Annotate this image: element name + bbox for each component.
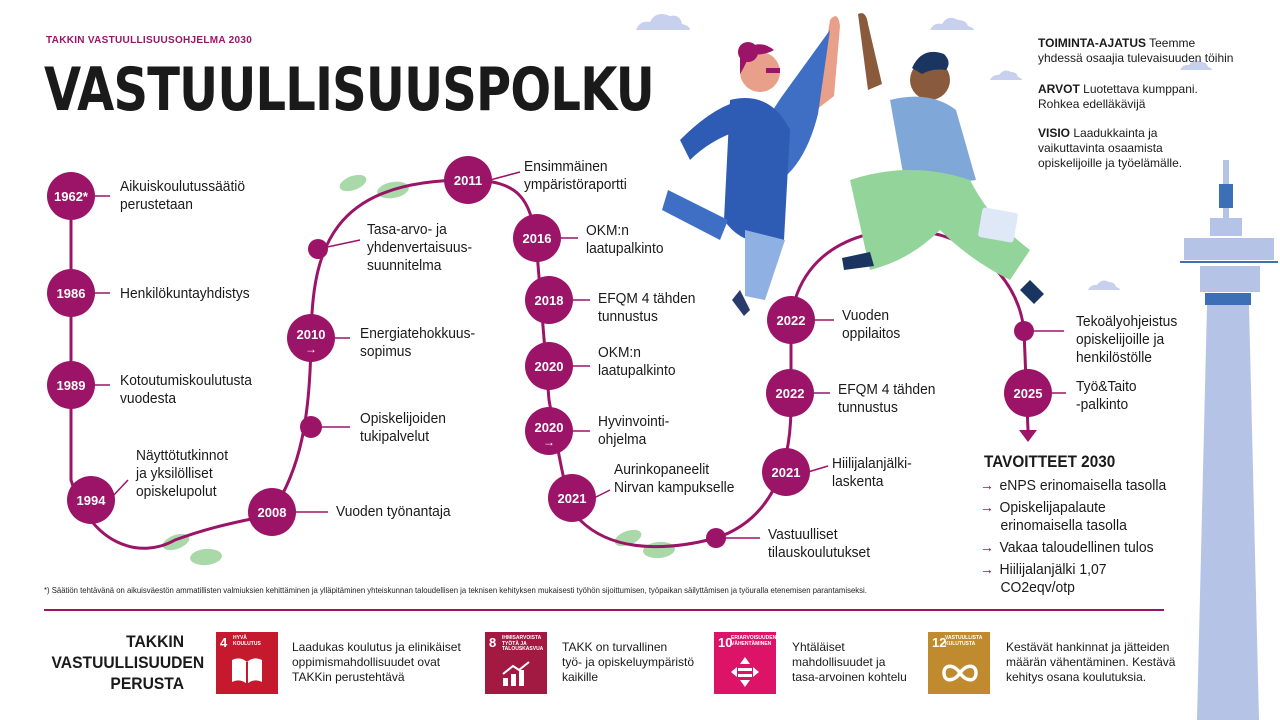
book-icon — [232, 658, 262, 684]
node-year: 2016 — [523, 231, 552, 246]
values-statement: ARVOT Luotettava kumppani. Rohkea edellä… — [1038, 82, 1198, 111]
timeline-dot-tilauskoulutukset[interactable] — [706, 528, 726, 548]
arrow-right-icon: → — [305, 342, 317, 356]
person-right-illustration — [842, 13, 1044, 304]
node-year: 2010 — [297, 327, 326, 342]
timeline-node-2022a[interactable]: 2022 — [766, 369, 814, 417]
timeline-node-2011[interactable]: 2011 — [444, 156, 492, 204]
node-year: 2018 — [535, 293, 564, 308]
node-year: 2008 — [258, 505, 287, 520]
timeline-node-2025[interactable]: 2025 — [1004, 369, 1052, 417]
timeline-node-2021b[interactable]: 2021 — [762, 448, 810, 496]
timeline-node-2020b[interactable]: 2020 → — [525, 407, 573, 455]
node-year: 1994 — [77, 493, 107, 508]
timeline-node-1962[interactable]: 1962* — [47, 172, 95, 220]
timeline-node-2016[interactable]: 2016 — [513, 214, 561, 262]
timeline-dot-tukipalvelut[interactable] — [300, 416, 322, 438]
milestone-label: Hyvinvointi-ohjelma — [598, 413, 670, 448]
node-year: 1989 — [57, 378, 86, 393]
footsteps-icon — [162, 174, 675, 566]
node-year: 2011 — [454, 173, 482, 188]
arrow-down-icon — [1019, 430, 1037, 442]
node-year: 2025 — [1014, 386, 1043, 401]
arrow-right-icon: → — [543, 435, 555, 449]
arrow-right-icon: → — [980, 477, 994, 494]
node-year: 2021 — [558, 491, 587, 506]
arrow-right-icon: → — [980, 499, 994, 516]
timeline-node-2020a[interactable]: 2020 — [525, 342, 573, 390]
node-year: 2020 — [535, 420, 564, 435]
milestone-label: Hiilijalanjälki-laskenta — [832, 455, 912, 490]
cloud-icon — [636, 14, 1212, 290]
goals-title: TAVOITTEET 2030 — [984, 452, 1116, 471]
divider — [44, 609, 1164, 611]
vision-statement: VISIO Laadukkainta ja vaikuttavinta osaa… — [1038, 126, 1183, 170]
arrow-right-icon: → — [980, 539, 994, 556]
milestone-label: Työ&Taito-palkinto — [1076, 378, 1137, 413]
timeline-node-1986[interactable]: 1986 — [47, 269, 95, 317]
timeline-node-2008[interactable]: 2008 — [248, 488, 296, 536]
timeline-node-2010[interactable]: 2010 → — [287, 314, 335, 362]
timeline-node-2018[interactable]: 2018 — [525, 276, 573, 324]
mission-statement: TOIMINTA-AJATUS Teemme yhdessä osaajia t… — [1038, 36, 1234, 65]
timeline-dot-tekoaly[interactable] — [1014, 321, 1034, 341]
program-kicker: TAKKIN VASTUULLISUUSOHJELMA 2030 — [46, 35, 253, 46]
infinity-icon — [942, 664, 978, 682]
node-year: 2022 — [777, 313, 806, 328]
milestone-label: Energiatehokkuus-sopimus — [360, 325, 476, 360]
person-left-illustration — [662, 16, 840, 316]
timeline-node-1989[interactable]: 1989 — [47, 361, 95, 409]
node-year: 2020 — [535, 359, 564, 374]
goal-item: →eNPS erinomaisella tasolla — [980, 477, 1167, 494]
page-title: VASTUULLISUUSPOLKU — [44, 55, 655, 125]
node-year: 2021 — [772, 465, 801, 480]
arrow-right-icon: → — [980, 561, 994, 578]
node-year: 2022 — [776, 386, 805, 401]
footnote: *) Säätiön tehtävänä on aikuisväestön am… — [44, 585, 867, 595]
node-year: 1962* — [54, 189, 89, 204]
timeline-node-2021a[interactable]: 2021 — [548, 474, 596, 522]
timeline-node-1994[interactable]: 1994 — [67, 476, 115, 524]
milestone-label: Henkilökuntayhdistys — [120, 285, 250, 302]
node-year: 1986 — [57, 286, 86, 301]
timeline-node-2022b[interactable]: 2022 — [767, 296, 815, 344]
equality-icon — [731, 657, 759, 687]
tower-illustration — [1180, 160, 1278, 720]
milestone-label: Vuoden työnantaja — [336, 503, 451, 520]
goal-item: →Vakaa taloudellinen tulos — [980, 539, 1154, 556]
timeline-dot-tasa-arvo[interactable] — [308, 239, 328, 259]
growth-chart-icon — [502, 661, 530, 686]
